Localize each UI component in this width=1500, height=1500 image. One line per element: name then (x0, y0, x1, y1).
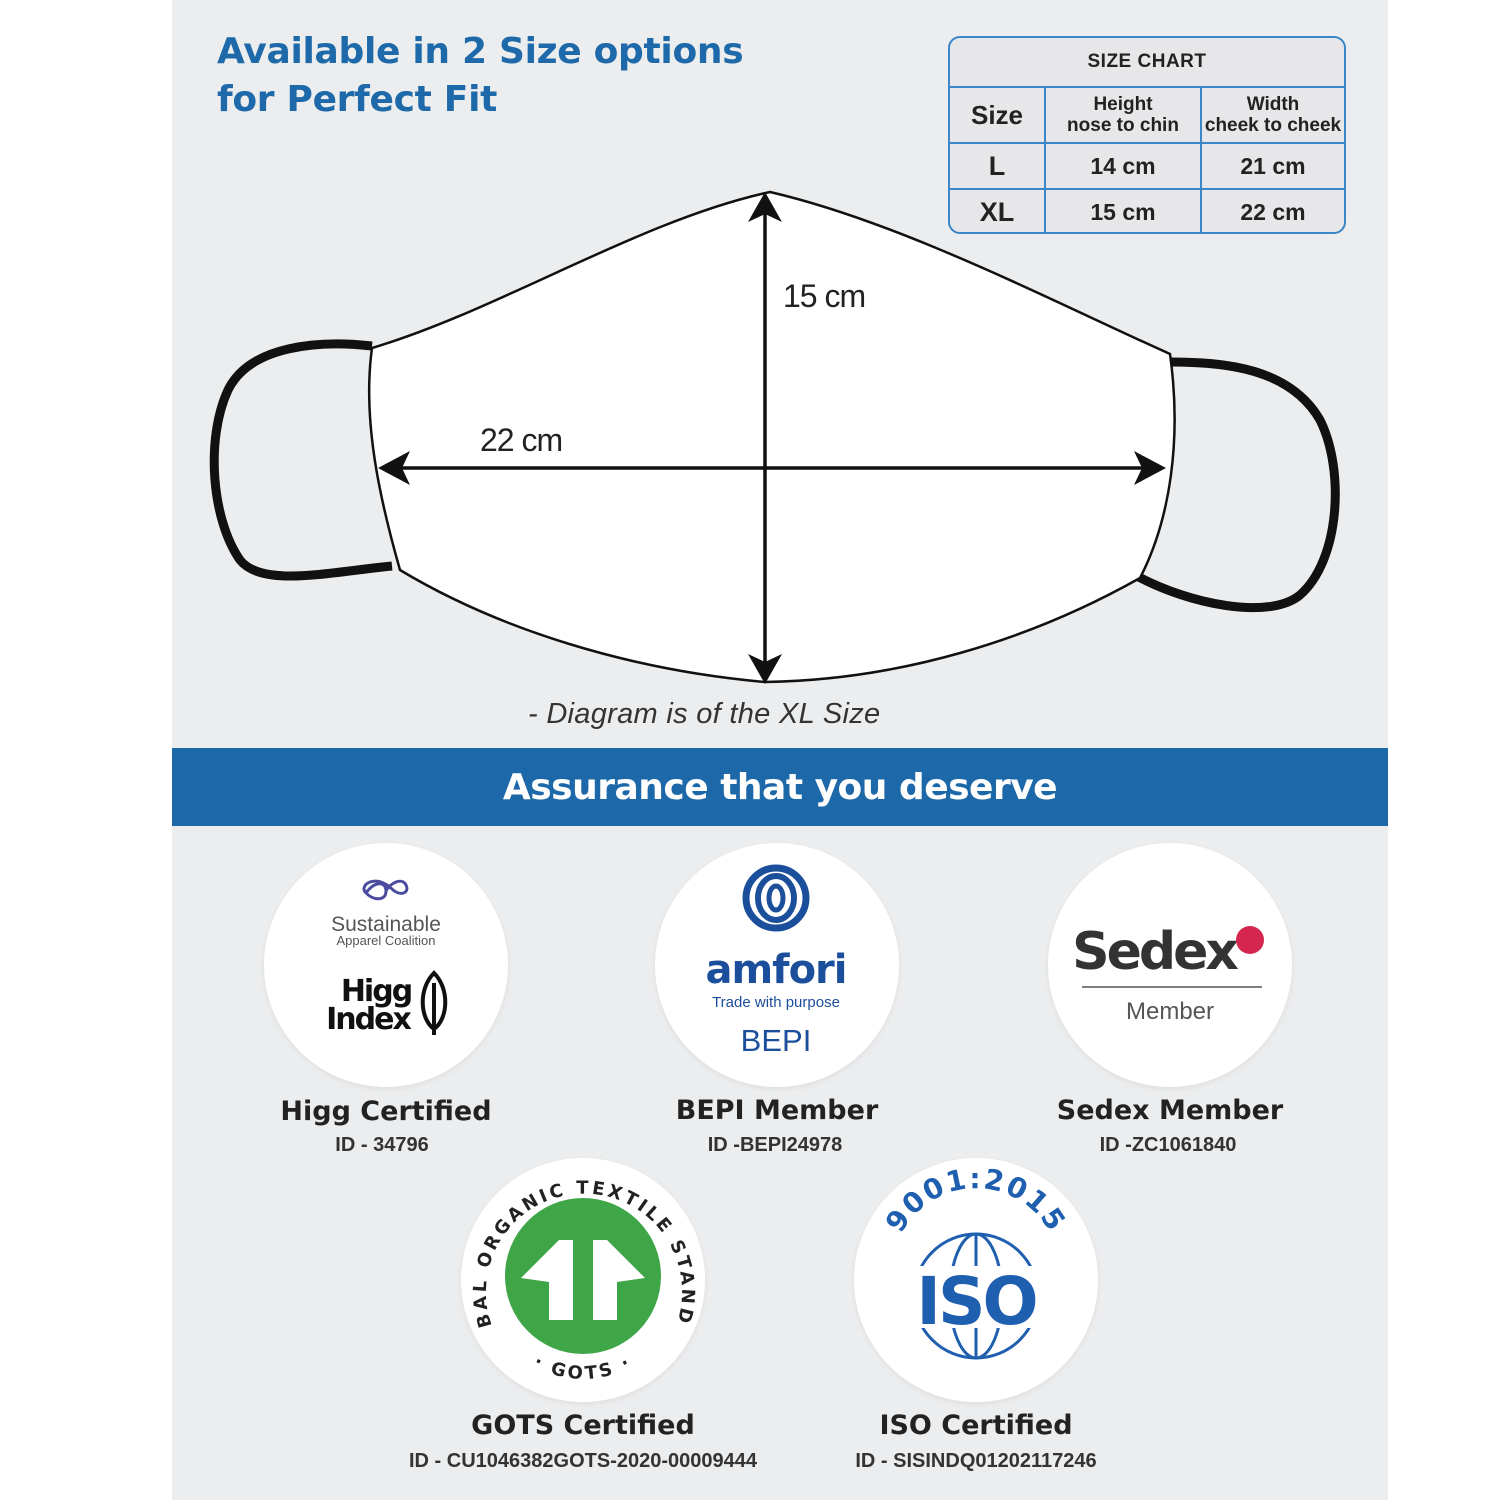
iso-arc-text: 9001:2015 (879, 1162, 1073, 1238)
sedex-badge: Sedex Member (1048, 843, 1292, 1087)
gots-green-circle (505, 1198, 661, 1354)
gots-title: GOTS Certified (471, 1410, 695, 1441)
height-label: 15 cm (783, 278, 866, 314)
width-arrow-head-left (378, 451, 410, 485)
higg-line3: Higg (341, 974, 411, 1009)
higg-title: Higg Certified (280, 1096, 492, 1127)
size-chart-title: SIZE CHART (950, 38, 1344, 88)
gots-id: ID - CU1046382GOTS-2020-00009444 (409, 1450, 757, 1472)
assurance-banner: Assurance that you deserve (172, 748, 1388, 826)
sedex-line1: Sedex (1072, 922, 1238, 982)
higg-line1: Sustainable (331, 913, 441, 936)
sedex-id: ID -ZC1061840 (1099, 1134, 1237, 1156)
size-row-l: L 14 cm 21 cm (950, 144, 1344, 190)
amfori-ring-icon (742, 864, 810, 932)
iso-id: ID - SISINDQ01202117246 (855, 1450, 1097, 1472)
higg-logo: Sustainable Apparel Coalition Higg Index (326, 879, 448, 1037)
width-cell: 22 cm (1240, 198, 1306, 225)
gots-bottom-text: · GOTS · (530, 1351, 636, 1384)
amfori-logo: amfori Trade with purpose BEPI (706, 864, 848, 1058)
header-width-bottom: cheek to cheek (1204, 115, 1342, 136)
sedex-line2: Member (1126, 998, 1214, 1025)
header-height-top: Height (1093, 94, 1153, 115)
header-width: Width cheek to cheek (1202, 88, 1344, 142)
right-ear-loop (1132, 357, 1340, 613)
sedex-logo: Sedex Member (1072, 922, 1264, 1025)
size-cell: L (950, 144, 1046, 188)
size-cell: XL (950, 190, 1046, 232)
header-height: Height nose to chin (1046, 88, 1202, 142)
mask-diagram (209, 190, 1340, 684)
size-chart: SIZE CHART Size Height nose to chin Widt… (948, 36, 1346, 234)
size-row-xl: XL 15 cm 22 cm (950, 190, 1344, 232)
bepi-title: BEPI Member (675, 1095, 879, 1126)
height-cell: 15 cm (1046, 190, 1202, 232)
left-ear-loop (209, 339, 393, 581)
height-cell: 14 cm (1046, 144, 1202, 188)
leaf-icon (420, 970, 448, 1035)
header-height-bottom: nose to chin (1067, 115, 1179, 136)
bepi-badge: amfori Trade with purpose BEPI (655, 843, 899, 1087)
page-headline: Available in 2 Size options for Perfect … (217, 28, 744, 124)
iso-title: ISO Certified (879, 1410, 1073, 1441)
banner-text: Assurance that you deserve (502, 766, 1058, 808)
headline-line-1: Available in 2 Size options (217, 31, 744, 72)
bepi-id: ID -BEPI24978 (707, 1134, 843, 1156)
infinity-icon (362, 879, 409, 901)
amfori-line2: Trade with purpose (712, 994, 840, 1011)
size-chart-header-row: Size Height nose to chin Width cheek to … (950, 88, 1344, 144)
width-arrow-head-right (1134, 451, 1166, 485)
iso-badge: 9001:2015 ISO (854, 1158, 1098, 1402)
width-label: 22 cm (480, 422, 563, 458)
header-size: Size (950, 88, 1046, 142)
mask-body (367, 190, 1176, 684)
sedex-dot-icon (1236, 926, 1264, 954)
header-width-top: Width (1246, 94, 1300, 115)
gots-logo: GLOBAL ORGANIC TEXTILE STANDARD · GOTS · (461, 1158, 695, 1384)
diagram-caption: - Diagram is of the XL Size (528, 698, 881, 730)
amfori-line1: amfori (706, 947, 847, 993)
iso-line1: ISO (916, 1263, 1035, 1340)
width-cell: 21 cm (1240, 152, 1306, 179)
higg-badge: Sustainable Apparel Coalition Higg Index (264, 843, 508, 1087)
tshirt-icon (521, 1240, 645, 1320)
headline-line-2: for Perfect Fit (217, 79, 498, 120)
height-arrow-head-top (748, 192, 782, 222)
higg-line2: Apparel Coalition (336, 933, 435, 948)
amfori-line3: BEPI (741, 1023, 812, 1058)
higg-id: ID - 34796 (335, 1134, 429, 1156)
sedex-title: Sedex Member (1056, 1095, 1284, 1126)
iso-logo: 9001:2015 ISO (879, 1162, 1073, 1360)
height-arrow-head-bottom (748, 654, 782, 684)
gots-badge: GLOBAL ORGANIC TEXTILE STANDARD · GOTS · (461, 1158, 705, 1402)
higg-line4: Index (326, 1002, 411, 1037)
